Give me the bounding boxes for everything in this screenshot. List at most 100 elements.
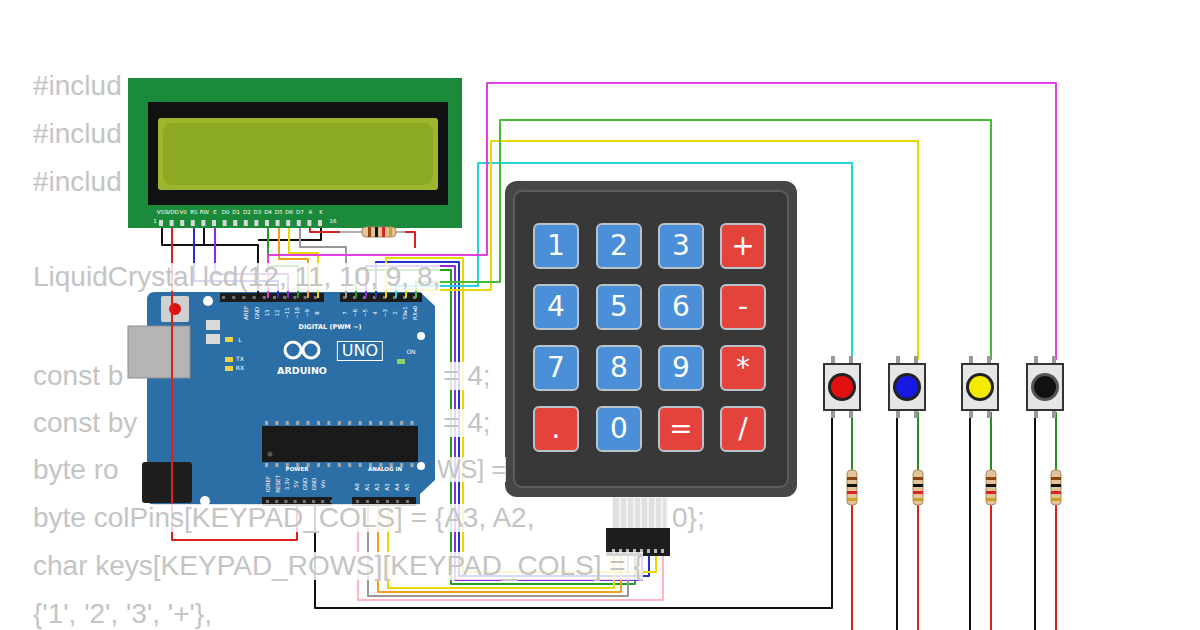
- pin-label: GND: [303, 478, 309, 491]
- keypad-key: 9: [658, 345, 704, 391]
- pin-label: TX▸1: [403, 306, 409, 319]
- pin-label: IOREF: [266, 476, 272, 492]
- arduino-board: [206, 320, 220, 330]
- resistor-symbol: [913, 498, 923, 501]
- arduino-board: [303, 342, 319, 358]
- resistor-symbol: [847, 484, 857, 487]
- pin-label: ~10: [295, 307, 301, 319]
- code-text: #includ: [33, 168, 122, 196]
- pin-label: ~5: [363, 309, 369, 317]
- pin-label: 13: [265, 310, 271, 317]
- arduino-board: [169, 303, 181, 315]
- pin-label: ~6: [353, 309, 359, 317]
- resistor-symbol: [847, 477, 857, 480]
- key-label: 9: [672, 354, 690, 382]
- pin-label: D3: [254, 210, 262, 216]
- board-label: ON: [406, 349, 415, 355]
- keypad-key: 4: [533, 284, 579, 330]
- keypad-key: +: [720, 223, 766, 269]
- arduino-board: [266, 500, 332, 503]
- arduino-board: [417, 332, 425, 340]
- pushbutton: [966, 373, 994, 401]
- resistor-symbol: [986, 491, 996, 494]
- arduino-board: [343, 296, 422, 299]
- key-label: -: [738, 293, 748, 321]
- wire: [990, 412, 992, 470]
- pushbutton: [1027, 364, 1063, 410]
- code-text: char keys[KEYPAD_ROWS][KEYPAD_COLS] = {: [33, 552, 643, 580]
- code-text: #includ: [33, 72, 122, 100]
- wire: [203, 228, 205, 245]
- resistor-symbol: [1051, 470, 1061, 505]
- arduino-board: [161, 296, 189, 322]
- lcd-module: [128, 78, 462, 228]
- pin-label: D0: [222, 210, 230, 216]
- keypad-key: 8: [596, 345, 642, 391]
- pin-label: E: [213, 210, 216, 216]
- arduino-board: [356, 500, 416, 503]
- resistor-symbol: [913, 477, 923, 480]
- wire: [405, 232, 415, 248]
- wire: [851, 505, 853, 630]
- pin-label: 3.3V: [285, 478, 291, 491]
- board-label: L: [238, 337, 241, 343]
- pin-label: 5V: [294, 480, 300, 487]
- code-text: = 4;: [443, 362, 490, 390]
- pushbutton: [824, 364, 860, 410]
- key-label: 7: [547, 354, 565, 382]
- pin-label: D1: [232, 210, 240, 216]
- code-text: LiquidCrystal lcd(12, 11, 10, 9, 8,: [33, 263, 440, 291]
- arduino-board: [128, 326, 190, 378]
- resistor-symbol: [847, 470, 1061, 505]
- pushbutton: [896, 376, 918, 398]
- arduino-board: [417, 462, 425, 470]
- resistor-symbol: [1051, 484, 1061, 487]
- key-label: /: [738, 415, 747, 443]
- board-label: ANALOG IN: [368, 467, 402, 473]
- pin-label: A3: [385, 483, 391, 490]
- keypad-body: [612, 497, 668, 530]
- pushbutton: [893, 373, 921, 401]
- resistor-symbol: [847, 470, 857, 505]
- keypad-body: [505, 181, 797, 556]
- lcd-module: [159, 220, 326, 226]
- pin-label: 2: [393, 311, 399, 315]
- wire: [366, 266, 642, 580]
- board-label: TX: [236, 356, 244, 362]
- resistor-symbol: [1051, 498, 1061, 501]
- code-text: byte colPins[KEYPAD_COLS] = {A3, A2,: [33, 504, 534, 532]
- wire: [416, 120, 991, 360]
- pushbutton: [962, 364, 998, 410]
- keypad-key: 7: [533, 345, 579, 391]
- code-text: WS] =: [437, 457, 506, 482]
- pushbutton: [889, 356, 925, 418]
- key-label: 0: [610, 415, 628, 443]
- key-label: .: [552, 415, 561, 443]
- pin-label: RESET: [276, 475, 282, 493]
- lcd-module: [158, 118, 438, 190]
- board-brand: ARDUINO: [277, 366, 327, 376]
- arduino-board: [285, 342, 301, 358]
- wire: [917, 412, 919, 470]
- arduino-board: [340, 293, 422, 302]
- pin-label: D6: [285, 210, 293, 216]
- pushbutton: [889, 364, 925, 410]
- code-text: byte ro: [33, 456, 119, 484]
- pin-label: VSS: [157, 210, 168, 216]
- pin-label: A4: [395, 483, 401, 490]
- keypad-key: 6: [658, 284, 704, 330]
- resistor-symbol: [362, 227, 396, 237]
- resistor-symbol: [389, 227, 392, 237]
- arduino-board: [265, 421, 416, 425]
- arduino-board: [397, 359, 405, 364]
- wire: [896, 412, 898, 630]
- pushbutton: [824, 356, 860, 418]
- keypad-key: -: [720, 284, 766, 330]
- key-label: 5: [610, 293, 628, 321]
- key-label: *: [736, 354, 750, 382]
- resistor-symbol: [913, 491, 923, 494]
- arduino-board: [225, 366, 233, 371]
- pin-label: A: [309, 210, 313, 216]
